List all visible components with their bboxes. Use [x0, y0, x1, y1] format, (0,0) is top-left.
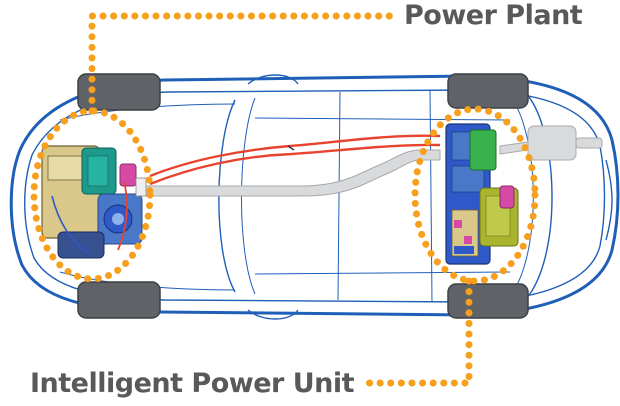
- muffler: [527, 125, 577, 161]
- mirror-right: [247, 309, 299, 320]
- body-outer-shell: [9, 74, 620, 317]
- power-plant-leader-line: [88, 12, 402, 115]
- tire-front-bottom: [77, 281, 161, 319]
- front-bumper: [10, 174, 15, 241]
- roof-line-top: [254, 117, 511, 121]
- body-inner-shell: [24, 89, 606, 303]
- tire-front-top: [77, 73, 161, 111]
- ipu-callout-circle: [411, 105, 539, 285]
- power-plant-label: Power Plant: [404, 0, 583, 31]
- engine-illustration: [41, 145, 147, 259]
- intelligent-power-unit-label: Intelligent Power Unit: [30, 368, 355, 399]
- ipu-leader-line: [362, 277, 473, 387]
- exhaust-pipe: [139, 125, 603, 197]
- rear-bumper: [605, 159, 613, 241]
- hv-cables: [149, 134, 441, 186]
- cable-clip: [287, 145, 295, 151]
- rear-window: [524, 91, 553, 301]
- tire-rear-bottom: [447, 283, 529, 319]
- callout-lines: [30, 12, 539, 387]
- ipu-green-module: [469, 129, 497, 171]
- mirror-left: [247, 74, 299, 85]
- roof-line-bottom: [254, 271, 511, 275]
- door-line-2: [429, 89, 433, 303]
- door-line-1: [337, 91, 341, 301]
- battery-pack-illustration: [445, 123, 519, 265]
- ipu-magenta-module: [499, 185, 515, 209]
- tire-rear-top: [447, 73, 529, 109]
- engine-magenta-part: [119, 163, 137, 187]
- tailpipe: [575, 137, 603, 149]
